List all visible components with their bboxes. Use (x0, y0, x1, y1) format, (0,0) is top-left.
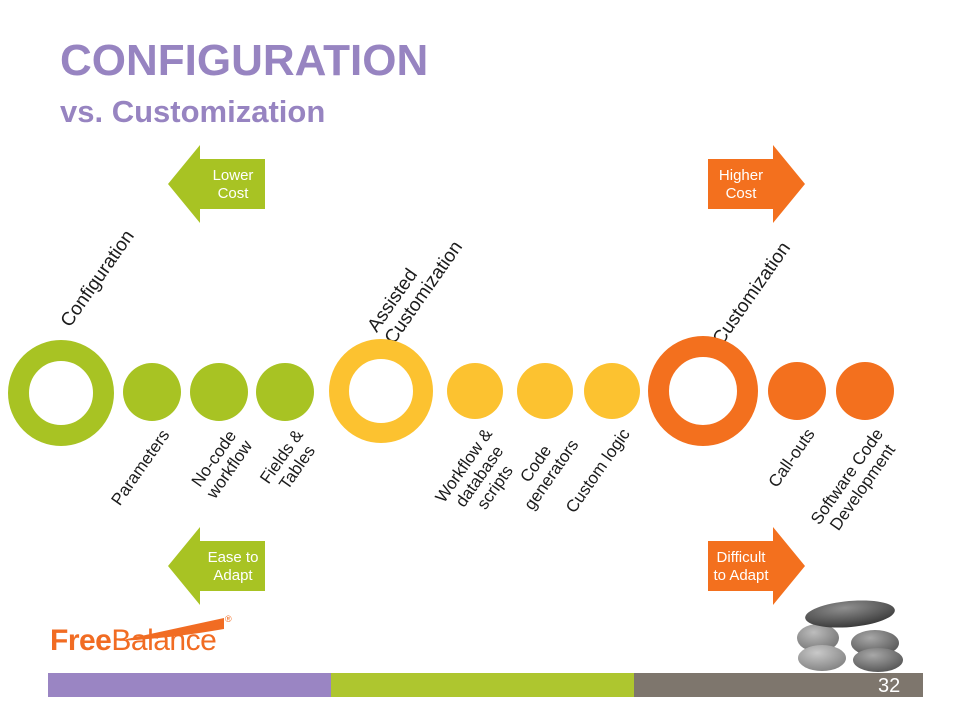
item-label-no-code-workflow: No-code workflow (187, 426, 257, 502)
stones-image (797, 600, 903, 672)
item-label-call-outs: Call-outs (764, 425, 819, 491)
ease-to-adapt-arrow-icon (168, 527, 265, 605)
group-label-configuration: Configuration (56, 226, 139, 331)
lower-cost-label: Lower Cost (212, 167, 254, 202)
item-label-parameters: Parameters (107, 426, 174, 509)
footer-bar-purple (48, 673, 331, 697)
logo: FreeBalance (50, 624, 217, 658)
registered-mark: ® (225, 614, 232, 624)
configuration-ring-icon (8, 340, 114, 446)
slide-title: CONFIGURATION (60, 36, 429, 85)
logo-swoosh-icon (118, 618, 224, 641)
lower-cost-arrow-icon (168, 145, 265, 223)
difficult-to-adapt-arrow-icon (708, 527, 805, 605)
difficult-to-adapt-label: Difficult to Adapt (713, 549, 769, 584)
footer-bar-green (331, 673, 634, 697)
item-label-custom-logic: Custom logic (561, 425, 634, 517)
slide-subtitle: vs. Customization (60, 94, 326, 129)
logo-text-bold: Free (50, 624, 112, 657)
dot-custom-logic (584, 363, 640, 419)
page-number: 32 (878, 675, 901, 697)
group-label-assisted-customization: Assisted Customization (363, 237, 468, 348)
dot-call-outs (768, 362, 826, 420)
group-label-customization: Customization (708, 238, 796, 349)
dot-fields-tables (256, 363, 314, 421)
footer-bar-gray (634, 673, 923, 697)
dot-code-generators (517, 363, 573, 419)
item-label-fields-tables: Fields & Tables (255, 426, 319, 494)
higher-cost-arrow-icon (708, 145, 805, 223)
item-label-workflow-database-scripts: Workflow & database scripts (431, 425, 518, 513)
assisted-customization-ring-icon (329, 339, 433, 443)
item-label-software-code-development: Software Code Development (806, 425, 899, 534)
ease-to-adapt-label: Ease to Adapt (207, 549, 259, 584)
dot-parameters (123, 363, 181, 421)
higher-cost-label: Higher Cost (718, 167, 764, 202)
dot-software-code-development (836, 362, 894, 420)
dot-workflow-database-scripts (447, 363, 503, 419)
customization-ring-icon (648, 336, 758, 446)
logo-text-light: Balance (111, 624, 217, 657)
dot-no-code-workflow (190, 363, 248, 421)
